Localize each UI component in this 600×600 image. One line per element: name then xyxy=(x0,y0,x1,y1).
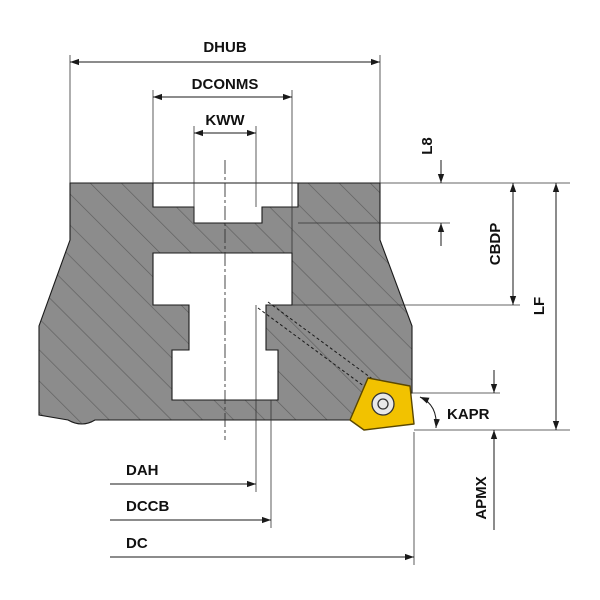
dim-kww: KWW xyxy=(193,112,257,223)
dim-dconms: DCONMS xyxy=(152,76,293,253)
label-l8: L8 xyxy=(419,137,436,155)
label-dah: DAH xyxy=(126,462,159,479)
dim-cbdp: CBDP xyxy=(292,183,520,306)
label-cbdp: CBDP xyxy=(487,223,504,266)
dim-dc: DC xyxy=(110,432,415,565)
label-lf: LF xyxy=(531,297,548,315)
dim-dccb: DCCB xyxy=(110,400,272,528)
dim-l8: L8 xyxy=(298,137,570,246)
label-dccb: DCCB xyxy=(126,498,169,515)
torx-screw-icon xyxy=(371,392,395,416)
label-kww: KWW xyxy=(205,112,245,129)
dim-dah: DAH xyxy=(110,305,257,492)
label-dc: DC xyxy=(126,535,148,552)
label-dconms: DCONMS xyxy=(192,76,259,93)
dim-apmx: APMX xyxy=(412,370,500,530)
label-apmx: APMX xyxy=(473,476,490,519)
cutting-insert xyxy=(349,377,415,431)
cutter-body xyxy=(38,182,413,425)
dim-kapr: KAPR xyxy=(419,396,490,429)
label-kapr: KAPR xyxy=(447,406,490,423)
dim-dhub: DHUB xyxy=(69,39,381,183)
label-dhub: DHUB xyxy=(203,39,246,56)
